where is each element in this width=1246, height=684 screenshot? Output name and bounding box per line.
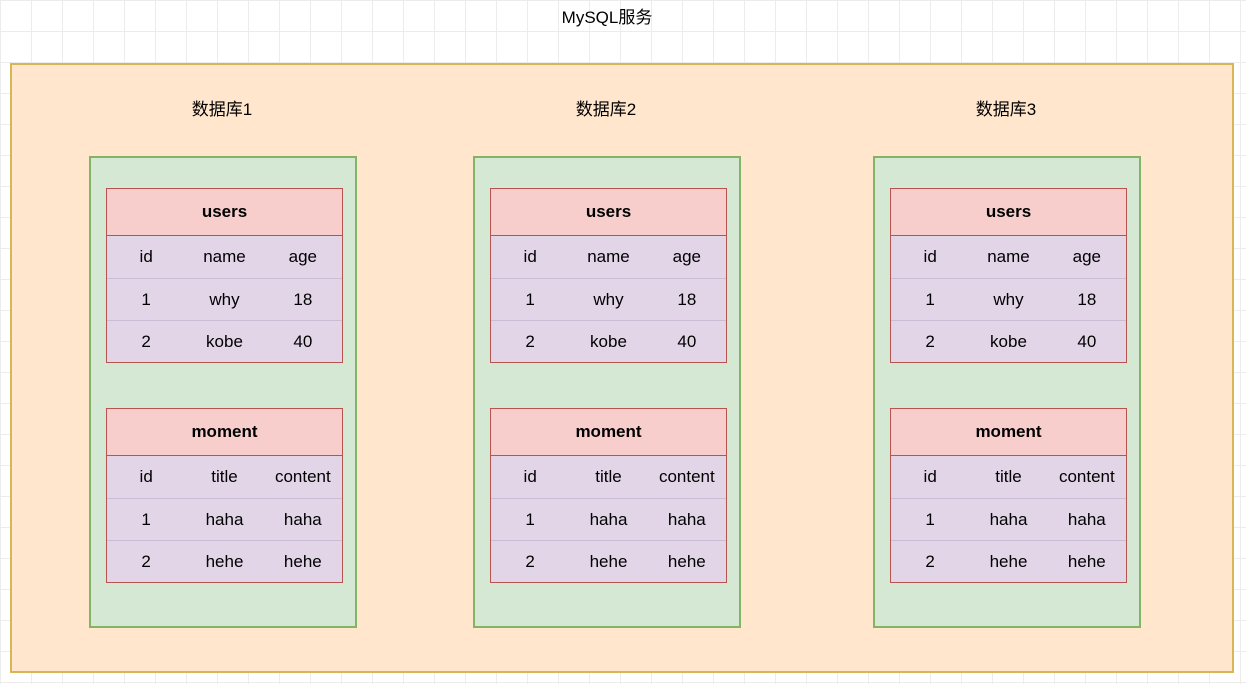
table-cell: 18 (677, 289, 697, 309)
table-cell: 1 (525, 509, 535, 529)
table-row: 1 haha haha (491, 498, 726, 540)
table-name: moment (891, 409, 1126, 456)
table-cell: hehe (989, 551, 1028, 571)
column-header: title (995, 467, 1022, 486)
table-cell: hehe (205, 551, 244, 571)
table-users: users id name age 1 why 18 2 kobe 40 (890, 188, 1127, 363)
table-cell: 2 (925, 551, 935, 571)
service-title: MySQL服务 (561, 8, 653, 27)
table-users: users id name age 1 why 18 2 kobe 40 (106, 188, 343, 363)
table-row: 2 kobe 40 (491, 320, 726, 362)
table-cell: kobe (206, 331, 243, 351)
table-cell: hehe (283, 551, 322, 571)
table-cell: 1 (525, 289, 535, 309)
table-cell: 18 (1077, 289, 1097, 309)
table-cell: 1 (141, 289, 151, 309)
table-cell: 2 (525, 551, 535, 571)
table-name: users (491, 189, 726, 236)
table-column-header-row: id title content (107, 456, 342, 498)
table-row: 2 kobe 40 (891, 320, 1126, 362)
table-row: 1 haha haha (107, 498, 342, 540)
table-name: moment (107, 409, 342, 456)
column-header: id (923, 247, 937, 266)
table-cell: haha (205, 509, 244, 529)
table-cell: kobe (990, 331, 1027, 351)
table-cell: 2 (141, 331, 151, 351)
table-column-header-row: id name age (107, 236, 342, 278)
column-header: age (1072, 247, 1101, 266)
table-row: 2 hehe hehe (491, 540, 726, 582)
column-header: id (923, 467, 937, 486)
table-row: 1 why 18 (891, 278, 1126, 320)
column-header: name (203, 247, 246, 266)
database-container: users id name age 1 why 18 2 kobe 40 moment id title… (89, 156, 357, 628)
table-cell: 40 (677, 331, 697, 351)
column-header: name (587, 247, 630, 266)
table-cell: why (209, 289, 240, 309)
table-row: 1 haha haha (891, 498, 1126, 540)
table-cell: haha (667, 509, 706, 529)
table-cell: 2 (141, 551, 151, 571)
table-row: 1 why 18 (491, 278, 726, 320)
table-cell: 18 (293, 289, 313, 309)
database-title: 数据库3 (975, 100, 1037, 119)
table-cell: hehe (667, 551, 706, 571)
column-header: id (523, 467, 537, 486)
column-header: title (595, 467, 622, 486)
column-header: title (211, 467, 238, 486)
table-name: users (107, 189, 342, 236)
column-header: id (139, 247, 153, 266)
table-name: moment (491, 409, 726, 456)
column-header: content (1058, 467, 1115, 486)
table-column-header-row: id name age (891, 236, 1126, 278)
table-moment: moment id title content 1 haha haha 2 hehe hehe (490, 408, 727, 583)
column-header: content (658, 467, 715, 486)
column-header: age (288, 247, 317, 266)
column-header: id (139, 467, 153, 486)
column-header: content (274, 467, 331, 486)
table-cell: 40 (1077, 331, 1097, 351)
table-cell: haha (589, 509, 628, 529)
database-title: 数据库2 (575, 100, 637, 119)
table-cell: 1 (925, 509, 935, 529)
table-cell: why (993, 289, 1024, 309)
table-column-header-row: id title content (491, 456, 726, 498)
table-cell: 40 (293, 331, 313, 351)
column-header: id (523, 247, 537, 266)
table-cell: hehe (589, 551, 628, 571)
table-cell: 2 (925, 331, 935, 351)
database-container: users id name age 1 why 18 2 kobe 40 moment id title… (873, 156, 1141, 628)
table-row: 2 hehe hehe (891, 540, 1126, 582)
table-users: users id name age 1 why 18 2 kobe 40 (490, 188, 727, 363)
table-row: 2 kobe 40 (107, 320, 342, 362)
database-title: 数据库1 (191, 100, 253, 119)
table-cell: haha (283, 509, 322, 529)
table-cell: why (593, 289, 624, 309)
table-moment: moment id title content 1 haha haha 2 hehe hehe (890, 408, 1127, 583)
column-header: age (672, 247, 701, 266)
table-cell: kobe (590, 331, 627, 351)
table-row: 2 hehe hehe (107, 540, 342, 582)
table-name: users (891, 189, 1126, 236)
table-cell: hehe (1067, 551, 1106, 571)
table-cell: haha (989, 509, 1028, 529)
table-moment: moment id title content 1 haha haha 2 hehe hehe (106, 408, 343, 583)
table-cell: haha (1067, 509, 1106, 529)
table-cell: 2 (525, 331, 535, 351)
table-column-header-row: id name age (491, 236, 726, 278)
table-cell: 1 (925, 289, 935, 309)
table-row: 1 why 18 (107, 278, 342, 320)
table-column-header-row: id title content (891, 456, 1126, 498)
column-header: name (987, 247, 1030, 266)
database-container: users id name age 1 why 18 2 kobe 40 moment id title… (473, 156, 741, 628)
table-cell: 1 (141, 509, 151, 529)
